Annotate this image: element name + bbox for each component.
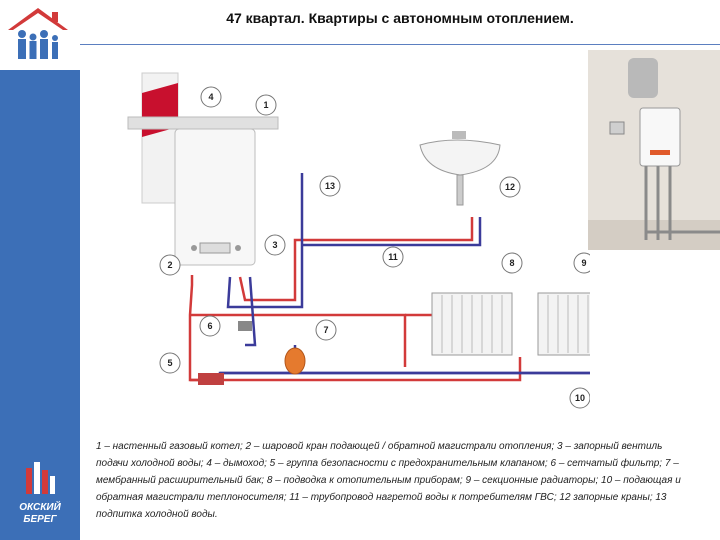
safety-group	[198, 373, 224, 385]
installed-boiler-photo	[588, 50, 720, 250]
supply-pipes	[188, 217, 522, 382]
callout-9: 9	[573, 252, 590, 274]
callout-1: 1	[255, 94, 277, 116]
svg-text:6: 6	[207, 321, 212, 331]
svg-text:9: 9	[581, 258, 586, 268]
expansion-tank	[284, 347, 306, 375]
svg-text:10: 10	[575, 393, 585, 403]
logo-area	[0, 0, 80, 70]
callout-11: 11	[382, 246, 404, 268]
callout-10: 10	[569, 387, 590, 409]
title-divider	[80, 44, 720, 45]
heating-scheme-diagram: 1 2 3 4 5 6 7 8 9 10 11 12	[127, 72, 590, 409]
house-family-logo-icon	[8, 8, 68, 59]
callout-12: 12	[499, 176, 521, 198]
svg-text:5: 5	[167, 358, 172, 368]
svg-text:3: 3	[272, 240, 277, 250]
legend-caption: 1 – настенный газовый котел; 2 – шаровой…	[96, 441, 681, 520]
chimney-wall	[127, 72, 279, 204]
callout-4: 4	[200, 86, 222, 108]
callout-3: 3	[264, 234, 286, 256]
brand-name-line2: БЕРЕГ	[23, 514, 57, 525]
svg-text:8: 8	[509, 258, 514, 268]
brand-name-line1: ОКСКИЙ	[19, 500, 61, 513]
svg-text:11: 11	[388, 252, 398, 262]
brand-logo: ОКСКИЙ БЕРЕГ	[4, 460, 76, 530]
svg-text:2: 2	[167, 260, 172, 270]
callout-7: 7	[315, 319, 337, 341]
page-title: 47 квартал. Квартиры с автономным отопле…	[226, 10, 574, 26]
svg-text:12: 12	[505, 182, 515, 192]
callout-8: 8	[501, 252, 523, 274]
gas-boiler	[174, 128, 256, 266]
wash-basin	[419, 131, 501, 206]
callout-5: 5	[159, 352, 181, 374]
svg-text:1: 1	[263, 100, 268, 110]
sidebar	[0, 0, 80, 540]
svg-text:7: 7	[323, 325, 328, 335]
callout-6: 6	[199, 315, 221, 337]
svg-text:13: 13	[325, 181, 335, 191]
callout-13: 13	[319, 175, 341, 197]
building-logo-icon	[26, 462, 55, 494]
radiator-1	[431, 292, 513, 356]
svg-text:4: 4	[208, 92, 213, 102]
callout-2: 2	[159, 254, 181, 276]
radiator-2	[537, 292, 590, 356]
mesh-filter	[238, 321, 252, 331]
